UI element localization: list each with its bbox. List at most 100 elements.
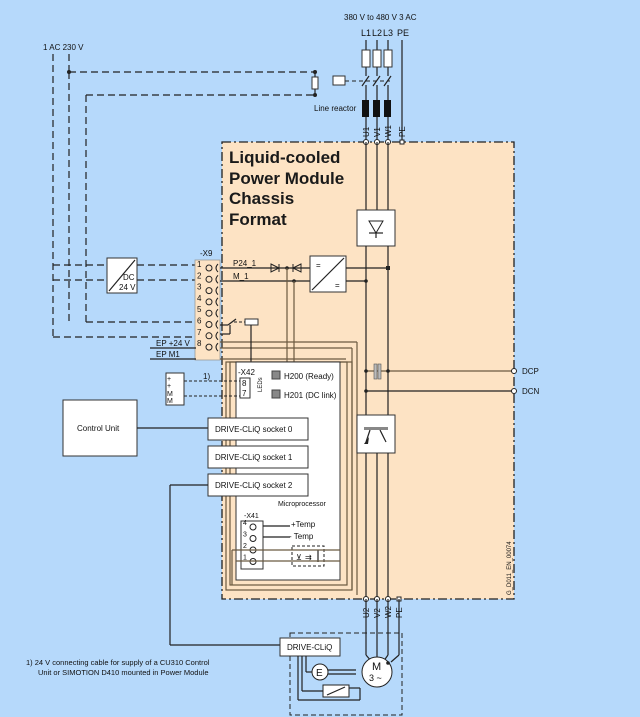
footnote-line-2: Unit or SIMOTION D410 mounted in Power M… xyxy=(38,668,209,677)
motor-m-label: M xyxy=(372,661,381,673)
line-reactor-icon xyxy=(362,100,391,117)
led-h200: H200 (Ready) xyxy=(271,370,334,381)
title-line-4: Format xyxy=(229,210,287,229)
drive-cliq-socket-2: DRIVE-CLiQ socket 2 xyxy=(207,473,309,497)
output-terminal-labels: U2 V2 W2 PE xyxy=(362,605,404,618)
x9-screw-terminal xyxy=(205,275,213,283)
microprocessor-label: Microprocessor xyxy=(278,501,327,508)
terminal-u2-label: U2 xyxy=(362,607,371,618)
x41-screw-terminal xyxy=(249,523,257,531)
x41-pin-4: 4 xyxy=(243,520,247,527)
figure-id: G_D011_EN_00074 xyxy=(507,541,513,595)
m1-label: M_1 xyxy=(233,272,249,281)
module-title: Liquid-cooled Power Module Chassis Forma… xyxy=(229,148,344,229)
epm1-label: EP M1 xyxy=(156,350,180,359)
temp-plus-label: +Temp xyxy=(291,520,316,529)
terminal-u1-label: U1 xyxy=(362,126,371,137)
motor-3ph-label: 3 ~ xyxy=(369,673,382,683)
psu-dc-label: DC xyxy=(123,273,135,282)
led-h200-label: H200 (Ready) xyxy=(284,372,334,381)
x9-pin-4: 4 xyxy=(197,294,202,303)
power-supply-unit: DC 24 V xyxy=(106,257,138,294)
socket-2-label: DRIVE-CLiQ socket 2 xyxy=(215,481,293,490)
motor-enclosure xyxy=(289,632,403,716)
phase-l1-label: L1 xyxy=(361,28,371,38)
footnote-marker: 1) xyxy=(203,372,210,381)
inverter-icon xyxy=(356,414,396,599)
x9-screw-terminal xyxy=(205,321,213,328)
x9-screw-terminal xyxy=(205,287,213,295)
x9-socket xyxy=(215,331,219,341)
led-h201: H201 (DC link) xyxy=(271,389,337,400)
encoder-label: E xyxy=(316,668,323,679)
plug-m-1: M xyxy=(167,391,173,398)
x42-pin-8: 8 xyxy=(242,379,247,388)
x41-pin-2: 2 xyxy=(243,543,247,550)
x9-socket xyxy=(215,286,219,295)
dcp-label: DCP xyxy=(522,367,539,376)
fuse-icon xyxy=(361,49,393,68)
x9-socket xyxy=(215,342,219,352)
input-terminal-labels: U1 V1 W1 PE xyxy=(362,124,407,137)
x9-pin-3: 3 xyxy=(197,283,202,292)
relay-icon xyxy=(220,318,259,362)
output-terminals xyxy=(363,596,402,655)
x9-label: -X9 xyxy=(200,249,213,258)
x9-pin-2: 2 xyxy=(197,271,202,280)
ep24-label: EP +24 V xyxy=(156,339,191,348)
x41-pin-1: 1 xyxy=(243,555,247,562)
x9-pin-7: 7 xyxy=(197,328,202,337)
x9-socket xyxy=(215,320,219,329)
plug-m-2: M xyxy=(167,398,173,405)
psu-24v-label: 24 V xyxy=(119,283,136,292)
terminal-pe-label: PE xyxy=(398,126,407,137)
x42-pin-7: 7 xyxy=(242,389,247,398)
terminal-w2-label: W2 xyxy=(384,605,393,618)
leds-label: LEDs xyxy=(258,377,264,392)
svg-text:⊻: ⊻ xyxy=(296,553,302,562)
phase-l3-label: L3 xyxy=(383,28,393,38)
x9-pin-6: 6 xyxy=(197,317,202,326)
drive-cliq-socket-1: DRIVE-CLiQ socket 1 xyxy=(207,445,309,469)
motor-drive-cliq-box: DRIVE-CLiQ xyxy=(279,637,341,657)
terminal-v2-label: V2 xyxy=(373,608,382,618)
x42-terminal xyxy=(239,377,251,399)
x9-screw-terminal xyxy=(205,298,213,306)
ac1-supply-wiring xyxy=(52,54,319,338)
title-line-2: Power Module xyxy=(229,169,344,188)
x9-screw-terminal xyxy=(205,332,213,340)
ac3-supply-label: 380 V to 480 V 3 AC xyxy=(344,13,417,22)
socket-0-label: DRIVE-CLiQ socket 0 xyxy=(215,425,293,434)
x42-label: -X42 xyxy=(238,368,255,377)
x41-screw-terminal xyxy=(249,535,257,542)
plug-plus-2: + xyxy=(167,383,171,390)
x41-label: -X41 xyxy=(244,513,259,520)
main-contactor-icon xyxy=(332,75,392,87)
phase-pe-label: PE xyxy=(397,28,409,38)
svg-text:⇉: ⇉ xyxy=(305,553,312,562)
svg-text:=: = xyxy=(335,281,340,290)
x9-pin-8: 8 xyxy=(197,339,202,348)
dc-link-wiring xyxy=(364,246,517,415)
x42-plug-icon: + + M M xyxy=(165,372,185,406)
control-unit-label: Control Unit xyxy=(77,424,120,433)
x9-screw-terminal xyxy=(205,309,213,317)
encoder-icon: E xyxy=(305,656,356,681)
control-unit-box: Control Unit xyxy=(62,399,138,457)
dcn-label: DCN xyxy=(522,387,540,396)
terminal-w1-label: W1 xyxy=(384,124,393,137)
thermistor-icon xyxy=(297,656,361,701)
line-reactor-label: Line reactor xyxy=(314,104,357,113)
x9-screw-terminal xyxy=(205,343,213,351)
drive-cliq-socket-0: DRIVE-CLiQ socket 0 xyxy=(207,417,309,441)
p24-label: P24_1 xyxy=(233,259,257,268)
ac1-supply-label: 1 AC 230 V xyxy=(43,43,84,52)
x41-terminal xyxy=(240,520,264,570)
terminal-v1-label: V1 xyxy=(373,127,382,137)
temp-minus-label: - Temp xyxy=(289,532,314,541)
x9-screw-terminal xyxy=(205,264,213,272)
terminal-pe-out-label: PE xyxy=(395,607,404,618)
x9-socket xyxy=(215,263,219,273)
